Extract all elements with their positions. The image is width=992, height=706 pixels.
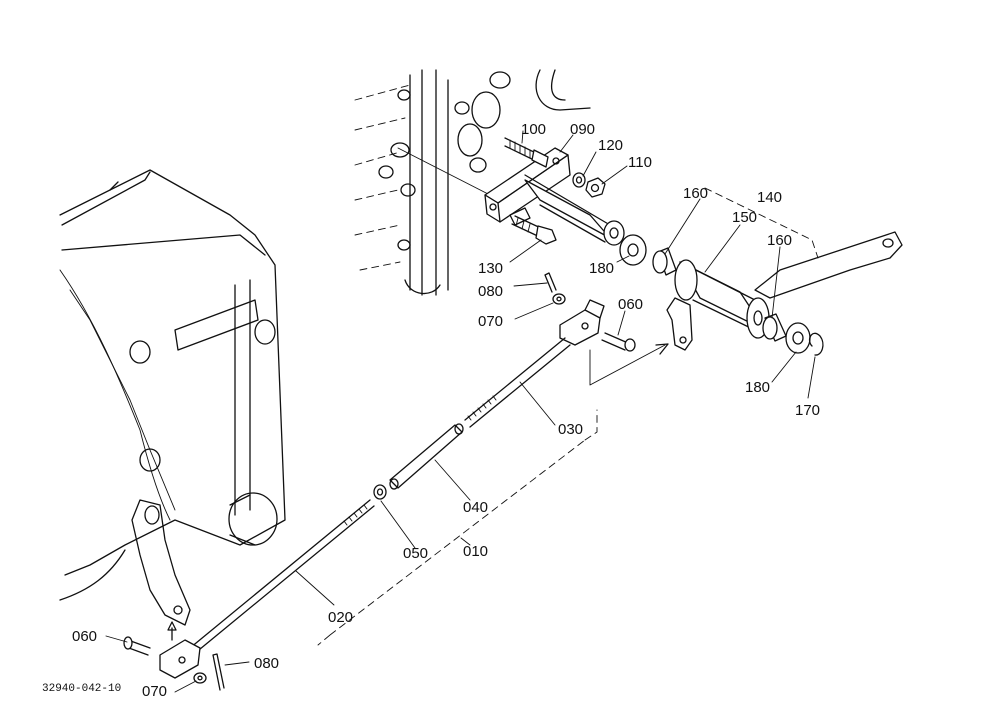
cotter-080-upper [544,272,557,293]
bolt-100 [504,137,549,168]
pin-060-upper [601,332,636,352]
callout-160a: 160 [683,185,708,202]
callout-090: 090 [570,121,595,138]
transmission-housing [59,169,286,601]
figure-code: 32940-042-10 [42,683,121,695]
bushing-160-upper [652,247,677,276]
callout-070a: 070 [142,683,167,700]
callout-080b: 080 [478,283,503,300]
clevis-lower [159,639,201,679]
washer-120 [572,172,586,188]
turnbuckle-040 [389,423,464,490]
callout-170: 170 [795,402,820,419]
callout-030: 030 [558,421,583,438]
callout-060b: 060 [618,296,643,313]
washer-180-lower [785,322,811,354]
callout-010: 010 [463,543,488,560]
callout-120: 120 [598,137,623,154]
pedal-arm [131,499,191,641]
nut-110 [585,177,606,198]
callout-140: 140 [757,189,782,206]
callout-020: 020 [328,609,353,626]
washer-070-lower [193,672,207,684]
callout-110: 110 [628,154,652,171]
lever-tab [666,297,693,351]
clevis-upper [559,299,605,346]
callout-labels: 060 060 070 070 080 080 020 010 030 040 … [72,121,820,700]
assembly-boundaries [317,187,819,646]
nut-050 [373,484,387,500]
cotter-080-lower [212,653,225,691]
callout-040: 040 [463,499,488,516]
callout-180b: 180 [745,379,770,396]
washer-180-upper [619,234,647,266]
callout-080a: 080 [254,655,279,672]
callout-150: 150 [732,209,757,226]
clip-170 [808,332,824,356]
callout-060a: 060 [72,628,97,645]
leader-lines [105,130,816,693]
callout-050: 050 [403,545,428,562]
bolt-130 [511,215,557,245]
bushing-160-lower [762,313,787,342]
lever-140 [754,231,903,299]
rod-030 [464,337,571,428]
callout-100: 100 [521,121,546,138]
pin-060-lower [123,636,151,656]
washer-070-upper [552,293,566,305]
callout-130: 130 [478,260,503,277]
bracket-090 [484,147,625,246]
rod-020 [189,499,375,655]
callout-160b: 160 [767,232,792,249]
gear-housing [354,69,591,296]
callout-070b: 070 [478,313,503,330]
callout-180a: 180 [589,260,614,277]
